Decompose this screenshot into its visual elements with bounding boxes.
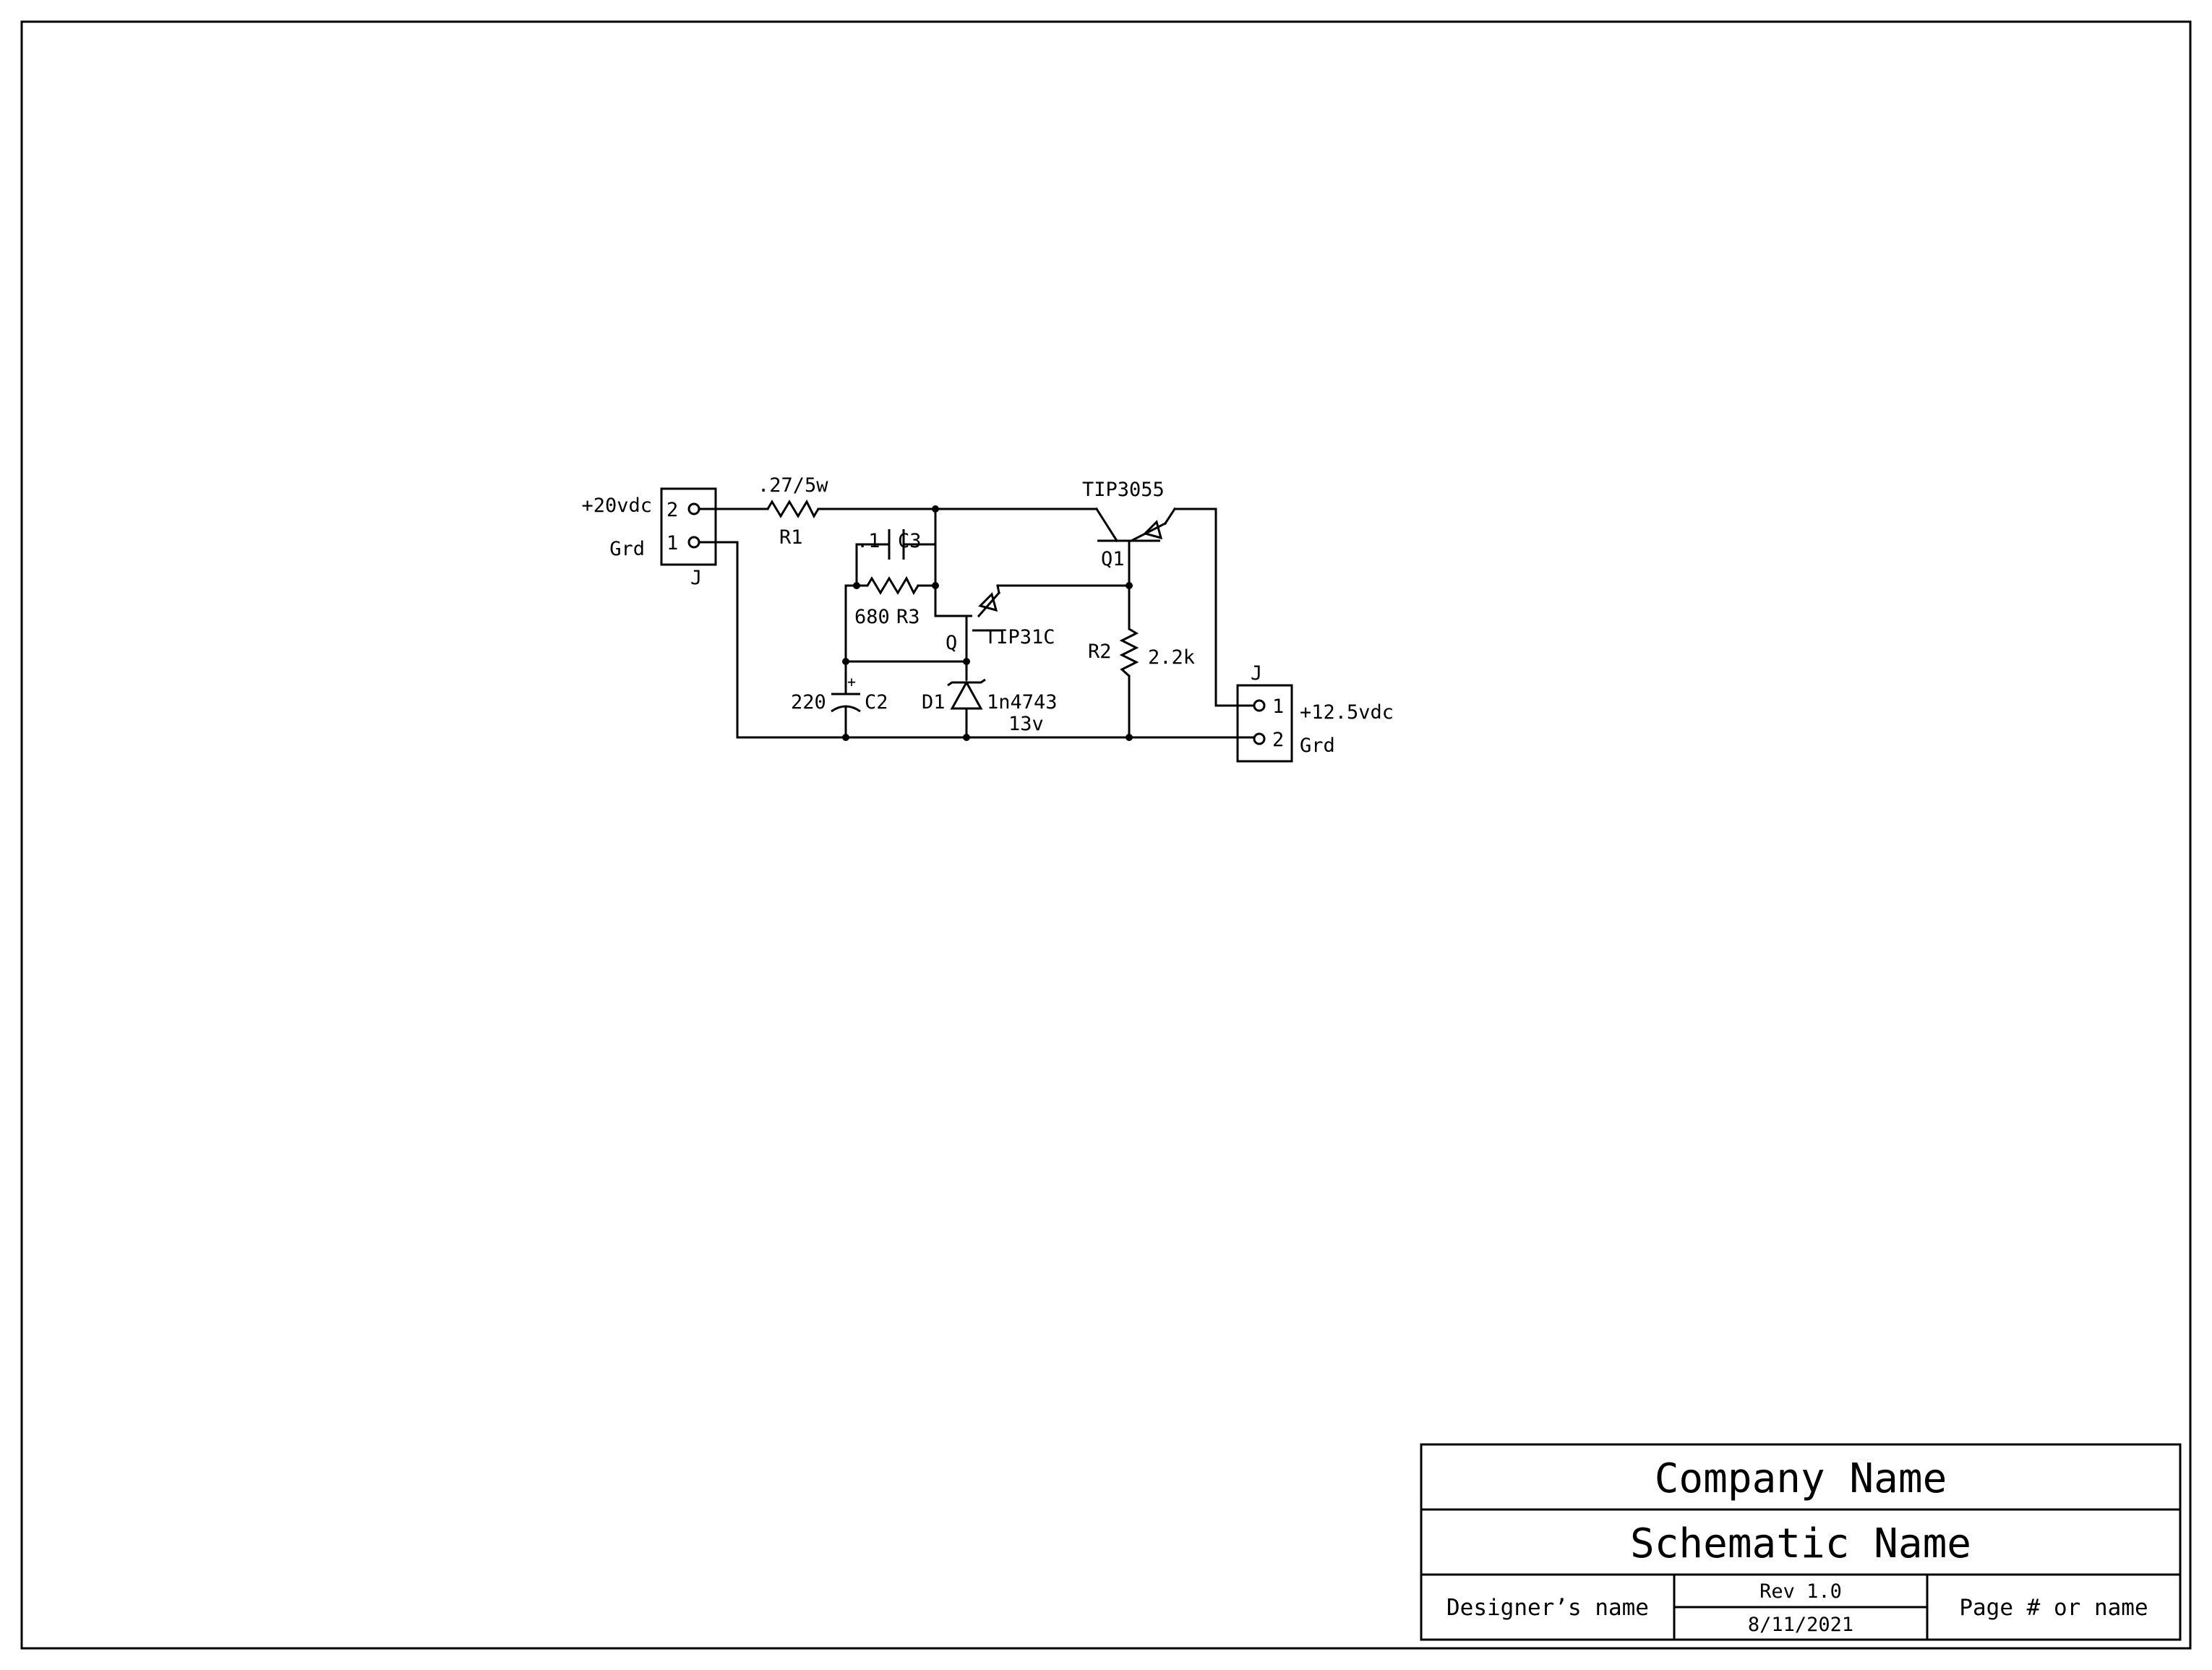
j-right-pin2: 2 xyxy=(1272,729,1284,751)
title-block: Company Name Schematic Name Designer’s n… xyxy=(1420,1443,2182,1641)
designer-name: Designer’s name xyxy=(1446,1595,1649,1621)
zener-d1: D1 1n4743 13v xyxy=(922,678,1058,735)
resistor-r2: R2 2.2k xyxy=(1088,628,1195,677)
r2-ref: R2 xyxy=(1088,641,1112,663)
j-right-ref: J xyxy=(1251,662,1262,685)
j-right-pin1: 1 xyxy=(1272,695,1284,718)
net-label-grd-right: Grd xyxy=(1300,735,1335,757)
d1-part: 1n4743 xyxy=(987,691,1058,714)
connector-j-left: 2 1 J +20vdc Grd xyxy=(581,487,717,589)
c2-ref: C2 xyxy=(865,691,888,714)
net-label-12-5vdc: +12.5vdc xyxy=(1300,701,1394,724)
junctions xyxy=(842,505,1133,741)
net-label-grd-left: Grd xyxy=(609,538,645,560)
q-part: TIP31C xyxy=(985,626,1055,648)
transistor-q-tip31c: Q TIP31C xyxy=(946,592,1055,654)
d1-ref: D1 xyxy=(922,691,946,714)
d1-voltage: 13v xyxy=(1008,713,1044,735)
j-left-ref: J xyxy=(690,567,702,589)
resistor-r1: .27/5w R1 xyxy=(758,474,828,549)
date: 8/11/2021 xyxy=(1748,1614,1853,1636)
c3-value: .1 xyxy=(857,530,880,552)
company-name: Company Name xyxy=(1655,1455,1947,1502)
sheet-border xyxy=(20,20,2192,1650)
q-ref: Q xyxy=(946,632,957,654)
page-name: Page # or name xyxy=(1959,1595,2148,1621)
c2-value: 220 xyxy=(791,691,826,714)
r1-ref: R1 xyxy=(779,526,803,549)
j-left-pin2: 2 xyxy=(666,499,678,521)
r2-value: 2.2k xyxy=(1148,646,1195,669)
q1-ref: Q1 xyxy=(1101,548,1125,570)
resistor-r3: 680 R3 xyxy=(854,575,920,628)
transistor-q1-tip3055: TIP3055 Q1 xyxy=(1082,479,1165,570)
revision: Rev 1.0 xyxy=(1759,1580,1842,1603)
connector-j-right: 1 2 J +12.5vdc Grd xyxy=(1236,662,1394,763)
r3-value: 680 xyxy=(854,606,890,628)
net-label-20vdc: +20vdc xyxy=(581,494,652,517)
schematic-name: Schematic Name xyxy=(1630,1520,1971,1567)
r1-value: .27/5w xyxy=(758,474,828,497)
c2-polarity: + xyxy=(847,673,856,690)
r3-ref: R3 xyxy=(896,606,920,628)
j-left-pin1: 1 xyxy=(666,532,678,554)
c3-ref: C3 xyxy=(898,530,922,552)
q1-part: TIP3055 xyxy=(1082,479,1165,501)
capacitor-c3: .1 C3 xyxy=(857,529,922,560)
capacitor-c2: + 220 C2 xyxy=(791,673,888,714)
